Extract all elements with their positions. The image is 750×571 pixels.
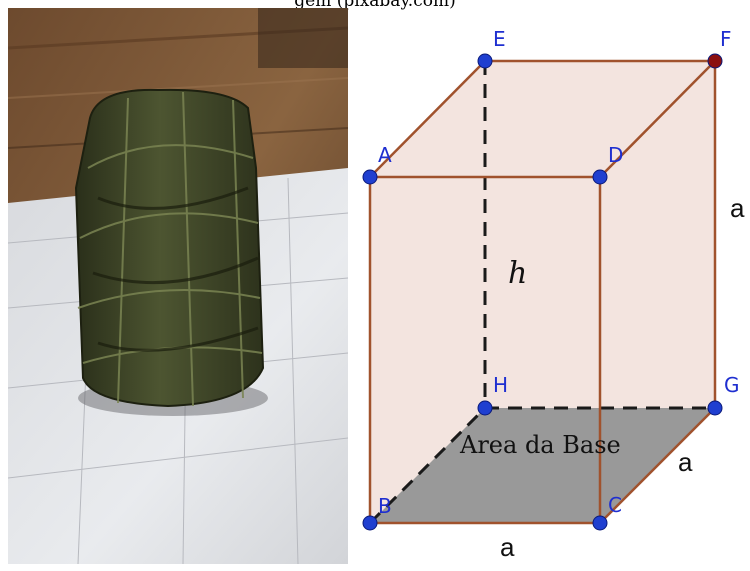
label-A: A	[378, 143, 392, 167]
edge-BH	[368, 406, 487, 525]
vertex-G[interactable]	[707, 400, 723, 416]
vertex-B[interactable]	[362, 515, 378, 531]
prism-diagram-svg: A E F D H G B C h Area da Base a a a	[362, 27, 745, 562]
top-caption: gem (pixabay.com)	[294, 0, 456, 11]
vertex-H[interactable]	[477, 400, 493, 416]
vertex-C[interactable]	[592, 515, 608, 531]
label-G: G	[724, 373, 740, 397]
edge-label-right: a	[730, 193, 745, 223]
label-B: B	[378, 494, 392, 518]
vertex-D[interactable]	[592, 169, 608, 185]
label-F: F	[720, 27, 732, 51]
edge-AE	[369, 60, 486, 178]
base-area-label: Area da Base	[459, 431, 621, 459]
label-H: H	[493, 373, 508, 397]
vertex-E[interactable]	[477, 53, 493, 69]
label-D: D	[608, 143, 623, 167]
edge-label-base-depth: a	[678, 447, 693, 477]
woven-package-photo	[8, 8, 348, 564]
label-C: C	[608, 493, 622, 517]
prism-diagram: A E F D H G B C h Area da Base a a a	[348, 0, 750, 567]
edge-FD	[599, 60, 716, 178]
edge-CG	[599, 407, 716, 524]
vertex-A[interactable]	[362, 169, 378, 185]
label-E: E	[493, 27, 506, 51]
photo-panel	[8, 8, 348, 564]
edge-label-base-front: a	[500, 532, 515, 562]
height-label: h	[508, 256, 527, 291]
vertex-F[interactable]	[707, 53, 723, 69]
